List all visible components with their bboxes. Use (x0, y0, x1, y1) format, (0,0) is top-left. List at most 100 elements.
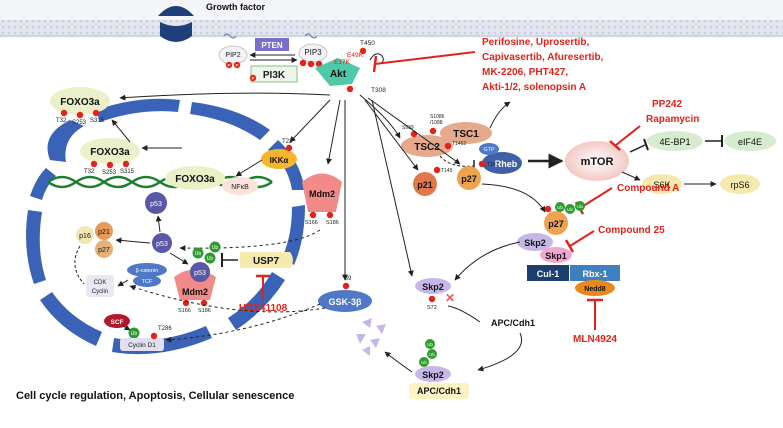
svg-text:T23: T23 (282, 139, 293, 145)
svg-text:T32: T32 (56, 118, 67, 124)
svg-text:T145: T145 (441, 168, 453, 174)
block-x-mark: ✕ (445, 291, 455, 305)
svg-text:USP7: USP7 (253, 256, 280, 267)
scf-cyclind1: SCF Ub Cyclin D1 T286 (104, 314, 172, 351)
p21-right: p21 T145 (413, 166, 453, 196)
svg-text:E17K: E17K (334, 59, 351, 66)
mdm2-cytoplasmic: Mdm2 S166 S186 (302, 173, 342, 226)
skp2-ub-apc-complex: Ub Ub Ub Skp2 APC/Cdh1 (409, 339, 469, 399)
p53-dna: p53 (145, 192, 167, 214)
svg-text:Mdm2: Mdm2 (182, 287, 208, 297)
degradation-fragments (356, 318, 386, 356)
svg-text:/1088: /1088 (430, 120, 443, 126)
pten-node: PTEN (255, 38, 289, 51)
svg-text:S1086: S1086 (430, 114, 445, 120)
gsk3b-to-cyclind1-arrow (165, 303, 321, 343)
foxo3a-dna-bound: FOXO3a (165, 166, 225, 190)
svg-text:p27: p27 (461, 174, 477, 184)
svg-text:p53: p53 (150, 201, 162, 208)
svg-text:Mdm2: Mdm2 (309, 189, 335, 199)
pip2-label: PIP2 (225, 52, 240, 59)
p53-free: p53 (152, 233, 172, 253)
svg-text:p21: p21 (417, 180, 433, 190)
svg-text:Ub: Ub (131, 331, 138, 337)
akt-inhibitor-block: Perifosine, Uprosertib, Capivasertib, Af… (372, 37, 604, 93)
svg-text:T286: T286 (158, 326, 172, 332)
mtor-inhibits-4ebp1 (629, 144, 646, 153)
svg-text:Compound A: Compound A (617, 183, 679, 194)
cdk-cyclin: CDK Cyclin (86, 275, 114, 297)
svg-text:Skp2: Skp2 (422, 370, 444, 380)
ikka-node: IKKα T23 (261, 139, 297, 169)
skp2-complex-to-skp2-arrow (454, 241, 521, 281)
akt-drug-line-1: Perifosine, Uprosertib, (482, 37, 589, 48)
svg-text:Ub: Ub (427, 342, 433, 347)
p27-right: p27 T157 (457, 160, 499, 190)
svg-text:E49K: E49K (347, 52, 364, 59)
svg-text:p27: p27 (548, 219, 564, 229)
svg-text:Cyclin: Cyclin (92, 289, 108, 295)
svg-text:Cul-1: Cul-1 (537, 269, 560, 279)
apc-to-skp2-line (447, 305, 481, 323)
gsk3b-node: GSK-3β S9 (318, 276, 372, 312)
svg-text:mTOR: mTOR (581, 156, 614, 168)
growth-factor-label: Growth factor (206, 2, 265, 12)
akt-to-skp2-arrow (371, 99, 414, 277)
svg-text:TSC1: TSC1 (453, 129, 479, 140)
svg-text:SCF: SCF (111, 319, 124, 326)
rheb-node: Rheb GTP (479, 143, 522, 174)
foxo3a-cytoplasmic: FOXO3a T32 S253 S315 (50, 87, 110, 126)
foxo3a-export-arrow (111, 119, 131, 143)
scf-to-cyclin-arrow (122, 324, 131, 331)
eif4e-node: eIF4E (724, 131, 776, 151)
pi3k-node: PI3K P (249, 65, 298, 83)
gsk3b-to-betacatenin-arrow (129, 284, 326, 313)
akt-to-mdm2-arrow (326, 99, 341, 165)
svg-text:T450: T450 (360, 40, 375, 47)
akt-to-foxo3a-arrow (119, 92, 331, 101)
svg-text:S253: S253 (72, 120, 87, 126)
ikka-to-nfkb-arrow (235, 159, 263, 177)
svg-text:Ub: Ub (207, 256, 214, 262)
cell-membrane (0, 0, 783, 38)
svg-text:IKKα: IKKα (270, 156, 289, 165)
pip3-label: PIP3 (304, 48, 322, 57)
akt-drug-line-4: Akti-1/2, solenopsin A (482, 82, 586, 93)
svg-text:MLN4924: MLN4924 (573, 334, 617, 345)
ebp1-node: 4E-BP1 (647, 131, 703, 151)
mtor-inhibitor-block: PP242 Rapamycin (609, 99, 699, 151)
akt-node: Akt T450 E49K E17K T308 (315, 40, 386, 94)
svg-text:GSK-3β: GSK-3β (329, 297, 363, 307)
svg-text:p53: p53 (156, 241, 168, 248)
nfkb-node: NFκB (222, 177, 258, 195)
nucleus (26, 98, 305, 355)
svg-text:TSC2: TSC2 (414, 142, 440, 153)
svg-text:rpS6: rpS6 (730, 180, 749, 190)
svg-text:Ub: Ub (195, 251, 202, 257)
akt-to-ikka-arrow (289, 99, 331, 143)
p53-mdm2-ub-complex: Mdm2 p53 Ub Ub Ub S166 S186 (174, 241, 221, 314)
svg-text:S166: S166 (305, 220, 318, 226)
pip2-node: PIP2 P P (218, 33, 248, 69)
svg-text:Compound 25: Compound 25 (598, 225, 665, 236)
svg-text:APC/Cdh1: APC/Cdh1 (417, 386, 461, 396)
svg-text:PP242: PP242 (652, 99, 682, 110)
svg-text:Skp2: Skp2 (524, 238, 546, 248)
tcf-to-cyclin-arrow (117, 279, 129, 287)
akt-to-p27-arrow (367, 97, 461, 165)
complex-to-degradation-arrow (384, 351, 413, 373)
tsc-inhibits-rheb (439, 155, 475, 167)
svg-text:S186: S186 (326, 220, 339, 226)
svg-text:S315: S315 (120, 169, 135, 175)
svg-text:β-catenin: β-catenin (136, 268, 159, 274)
s6k-node: S6K (642, 174, 682, 194)
svg-text:GTP: GTP (483, 147, 495, 153)
svg-text:T1462: T1462 (452, 141, 466, 147)
svg-text:S939: S939 (402, 125, 414, 131)
svg-text:T157: T157 (487, 162, 499, 168)
rps6-node: rpS6 (720, 174, 760, 194)
akt-to-tsc-arrow (359, 94, 401, 139)
svg-text:T32: T32 (84, 169, 95, 175)
